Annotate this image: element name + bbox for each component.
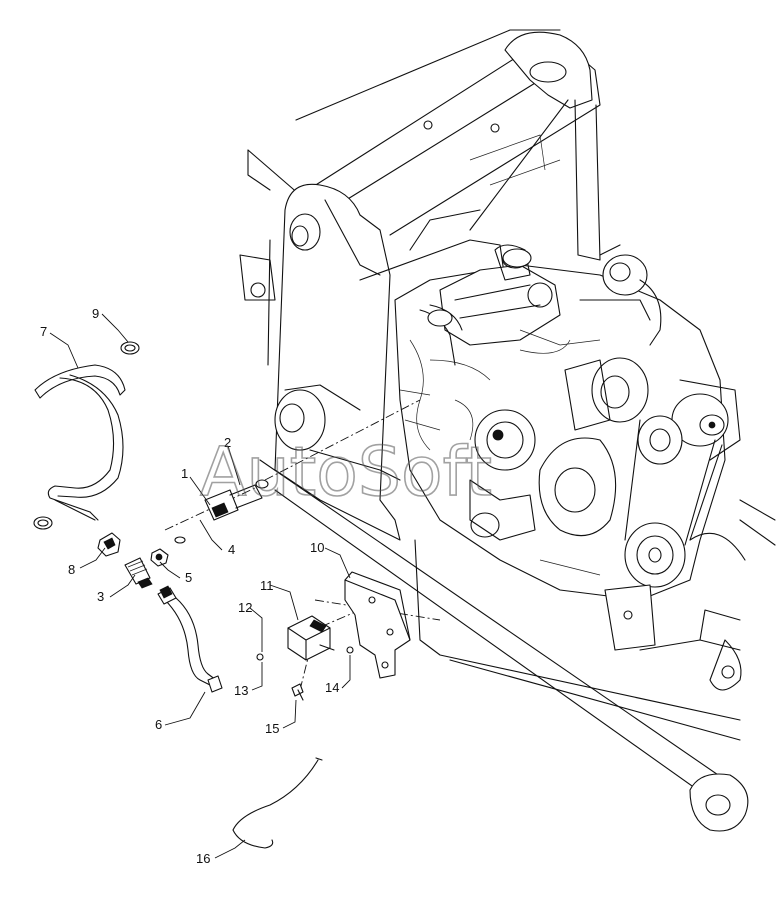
part-9-clamp	[33, 341, 140, 530]
part-5-nut	[150, 548, 169, 567]
part-hardware-screws	[256, 646, 354, 701]
leader-lines	[49, 313, 351, 859]
part-7-hose	[34, 364, 126, 521]
callout-15: 15	[265, 721, 279, 736]
callout-11: 11	[260, 578, 274, 593]
part-4-washer	[174, 536, 186, 544]
part-6-hose	[157, 585, 223, 693]
callout-13: 13	[234, 683, 248, 698]
callout-14: 14	[325, 680, 339, 695]
part-3-adapter	[124, 557, 153, 589]
part-11-relay	[287, 615, 335, 661]
callout-7: 7	[40, 324, 47, 339]
watermark-text: AutoSoft	[200, 433, 492, 512]
callout-16: 16	[196, 851, 210, 866]
callout-9: 9	[92, 306, 99, 321]
callout-4: 4	[228, 542, 235, 557]
part-16-harness	[232, 757, 323, 849]
engine-assembly	[394, 244, 741, 651]
callout-10: 10	[310, 540, 324, 555]
callout-5: 5	[185, 570, 192, 585]
callout-12: 12	[238, 600, 252, 615]
callout-3: 3	[97, 589, 104, 604]
callout-6: 6	[155, 717, 162, 732]
chassis-frame	[239, 29, 776, 832]
callout-labels: 1 2 3 4 5 6 7 8 9 10 11 12 13 14 15 16	[40, 306, 339, 866]
part-10-bracket	[344, 571, 411, 679]
callout-1: 1	[181, 466, 188, 481]
part-1-sensor	[204, 479, 269, 521]
callout-2: 2	[224, 435, 231, 450]
callout-8: 8	[68, 562, 75, 577]
